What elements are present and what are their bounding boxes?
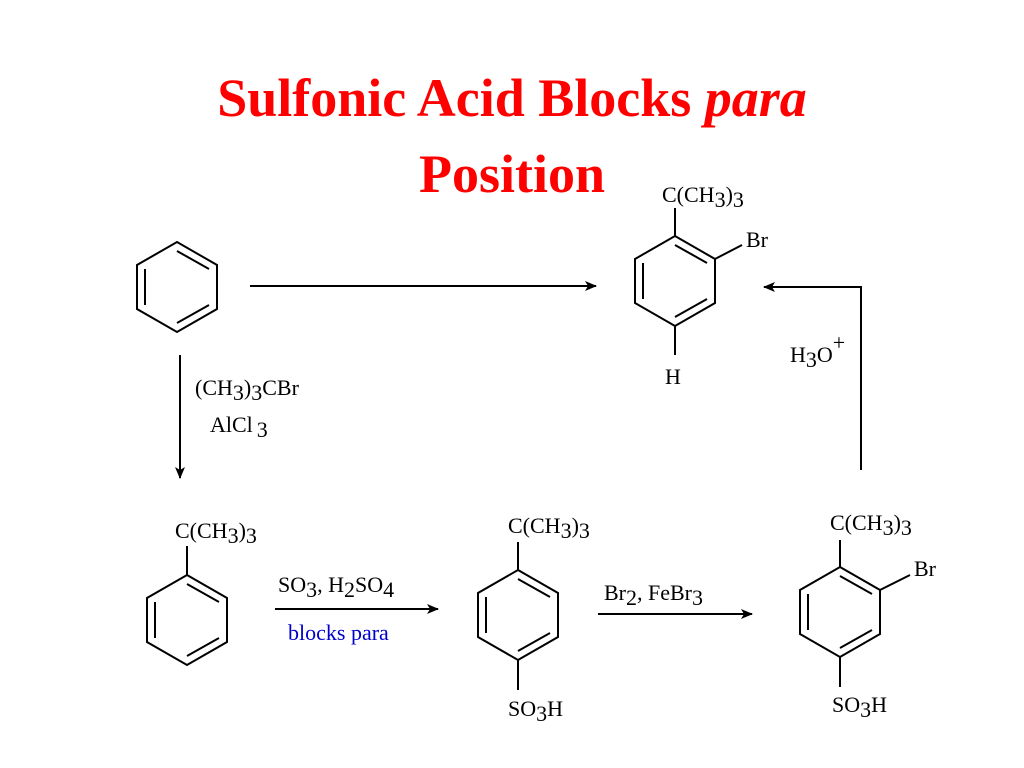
intermediate-so3h-label: SO3H	[508, 696, 563, 726]
target-br-label: Br	[746, 227, 769, 252]
tert-butylbenzene-molecule: C(CH3)3	[146, 518, 257, 667]
slide-title-line1: Sulfonic Acid Blocks para	[0, 66, 1024, 130]
title-italic-text: para	[704, 68, 807, 128]
target-h-label: H	[665, 364, 681, 389]
brominated-so3h-label: SO3H	[832, 692, 887, 722]
sulfonated-intermediate-molecule: C(CH3)3 SO3H	[477, 513, 590, 726]
title-main-text: Sulfonic Acid Blocks	[217, 68, 705, 128]
target-product-molecule: C(CH3)3 Br H	[634, 182, 769, 389]
brominated-br-label: Br	[914, 556, 937, 581]
brominated-intermediate-molecule: C(CH3)3 Br SO3H	[799, 510, 937, 722]
benzene-molecule	[136, 240, 218, 334]
target-tbutyl-label: C(CH3)3	[662, 182, 744, 212]
brominated-tbutyl-label: C(CH3)3	[830, 510, 912, 540]
intermediate-tbutyl-label: C(CH3)3	[508, 513, 590, 543]
slide-title-line2: Position	[418, 144, 606, 204]
alkylation-reagent-line1: (CH3)3CBr	[195, 375, 300, 405]
desulfonation-arrow	[763, 282, 862, 470]
sulfonation-reagent: SO3, H2SO4	[278, 572, 394, 602]
blocks-para-note: blocks para	[288, 620, 389, 645]
bromination-reagent: Br2, FeBr3	[604, 580, 703, 610]
h3o-plus-label: H3O+	[790, 330, 845, 372]
tbutylbenzene-tbutyl-label: C(CH3)3	[175, 518, 257, 548]
